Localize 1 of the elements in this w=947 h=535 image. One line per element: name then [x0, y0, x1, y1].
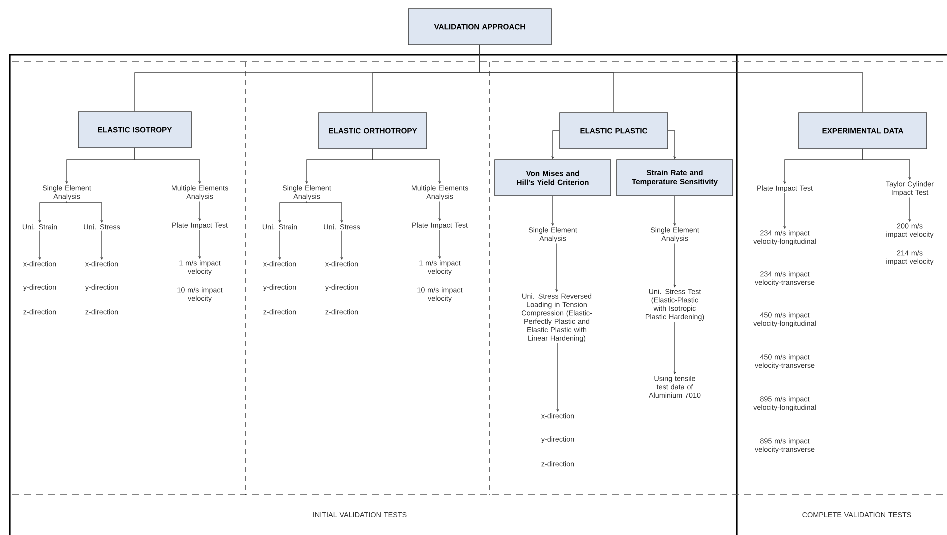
connector — [480, 45, 864, 113]
